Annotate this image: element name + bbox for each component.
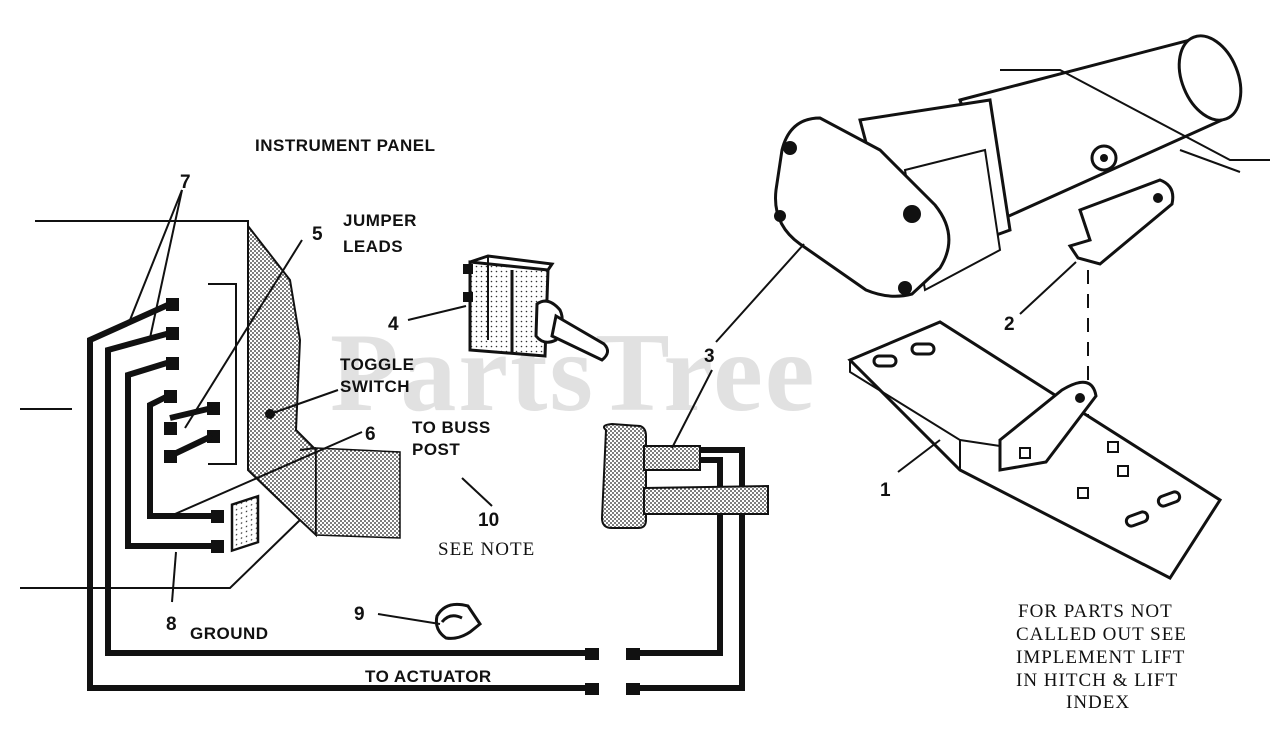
note-line-5: INDEX xyxy=(1066,692,1130,713)
label-leads: LEADS xyxy=(343,237,403,256)
callout-3: 3 xyxy=(704,346,715,367)
leader-lines xyxy=(129,189,1077,625)
actuator-bracket xyxy=(1067,178,1175,420)
note-line-1: FOR PARTS NOT xyxy=(1018,601,1173,622)
callout-7: 7 xyxy=(180,172,191,193)
label-ground: GROUND xyxy=(190,624,269,643)
mounting-plate xyxy=(847,320,1223,580)
note-line-2: CALLED OUT SEE xyxy=(1016,624,1187,645)
lift-actuator xyxy=(774,34,1270,298)
label-to-buss: TO BUSS xyxy=(412,418,491,437)
cable-clip xyxy=(434,602,483,640)
label-instrument-panel: INSTRUMENT PANEL xyxy=(255,136,436,155)
label-jumper: JUMPER xyxy=(343,211,417,230)
callout-10: 10 xyxy=(478,510,499,531)
label-switch: SWITCH xyxy=(340,377,410,396)
jumper-leads xyxy=(168,405,214,459)
note-block: FOR PARTS NOT CALLED OUT SEE IMPLEMENT L… xyxy=(1016,601,1187,713)
callout-4: 4 xyxy=(388,314,399,335)
actuator-connector xyxy=(600,422,769,529)
label-post: POST xyxy=(412,440,460,459)
callout-5: 5 xyxy=(312,224,323,245)
toggle-switch xyxy=(463,254,609,362)
callouts: 1 2 3 4 5 6 7 8 9 10 xyxy=(166,172,1015,635)
instrument-panel xyxy=(20,220,401,589)
label-see-note: SEE NOTE xyxy=(438,539,535,560)
terminal-block xyxy=(164,298,224,553)
label-toggle: TOGGLE xyxy=(340,355,414,374)
wire-harness xyxy=(87,301,745,695)
callout-6: 6 xyxy=(365,424,376,445)
callout-8: 8 xyxy=(166,614,177,635)
callout-9: 9 xyxy=(354,604,365,625)
callout-2: 2 xyxy=(1004,314,1015,335)
callout-1: 1 xyxy=(880,480,891,501)
label-to-actuator: TO ACTUATOR xyxy=(365,667,492,686)
labels: INSTRUMENT PANEL JUMPER LEADS TOGGLE SWI… xyxy=(190,136,535,686)
note-line-4: IN HITCH & LIFT xyxy=(1016,670,1178,691)
note-line-3: IMPLEMENT LIFT xyxy=(1016,647,1185,668)
